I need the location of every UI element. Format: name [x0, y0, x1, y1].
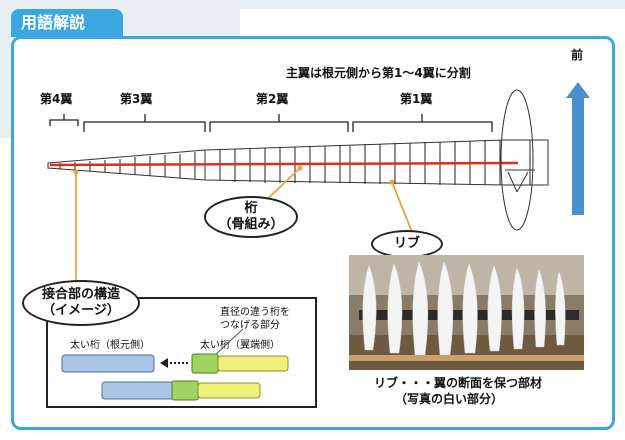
spar-line: [49, 161, 519, 167]
root-spar-label: 太い桁（根元側）: [70, 340, 150, 351]
section-braces: [49, 114, 493, 132]
root-spar-pipe-joined: [101, 381, 183, 400]
joint-note-line1: 直径の違う桁を: [220, 307, 290, 318]
forward-label: 前: [571, 48, 584, 62]
insert-arrow-icon: [160, 358, 190, 368]
photo-caption-line2: （写真の白い部分）: [395, 392, 504, 406]
section-label-1: 第1翼: [400, 92, 433, 106]
spar-callout-line1: 桁: [244, 201, 258, 216]
background-strip-right: [240, 0, 625, 9]
section-label-3: 第3翼: [120, 92, 153, 106]
joint-callout-dot: [73, 169, 79, 175]
wing-root-frame: [500, 89, 535, 231]
photo-caption-line1: リブ・・・翼の断面を保つ部材: [374, 376, 543, 390]
rib-callout-label: リブ: [393, 236, 420, 251]
forward-arrow-icon: [566, 82, 590, 215]
joint-callout-line1: 接合部の構造: [41, 287, 120, 302]
joint-sleeve: [191, 353, 219, 374]
section-label-2: 第2翼: [256, 92, 289, 106]
rib-photo: [349, 255, 584, 370]
tip-spar-pipe-joined: [197, 382, 261, 399]
spar-callout-dot: [297, 165, 303, 171]
section-label-4: 第4翼: [40, 92, 73, 106]
root-spar-pipe: [61, 354, 155, 373]
spar-callout: 桁 （骨組み）: [204, 196, 298, 238]
joint-note-line2: つなげる部分: [220, 320, 280, 331]
joint-callout: 接合部の構造 （イメージ）: [22, 280, 140, 326]
joint-callout-line2: （イメージ）: [42, 303, 120, 318]
spar-callout-line2: （骨組み）: [218, 217, 284, 232]
tip-spar-pipe: [217, 355, 289, 372]
tip-spar-label: 太い桁（翼端側）: [200, 340, 280, 351]
division-note: 主翼は根元側から第1～4翼に分割: [286, 66, 471, 80]
joint-note-leader: [213, 328, 244, 357]
glossary-tab: 用語解説: [11, 9, 123, 37]
rib-callout-dot: [389, 179, 395, 185]
joint-sleeve-joined: [171, 380, 199, 401]
